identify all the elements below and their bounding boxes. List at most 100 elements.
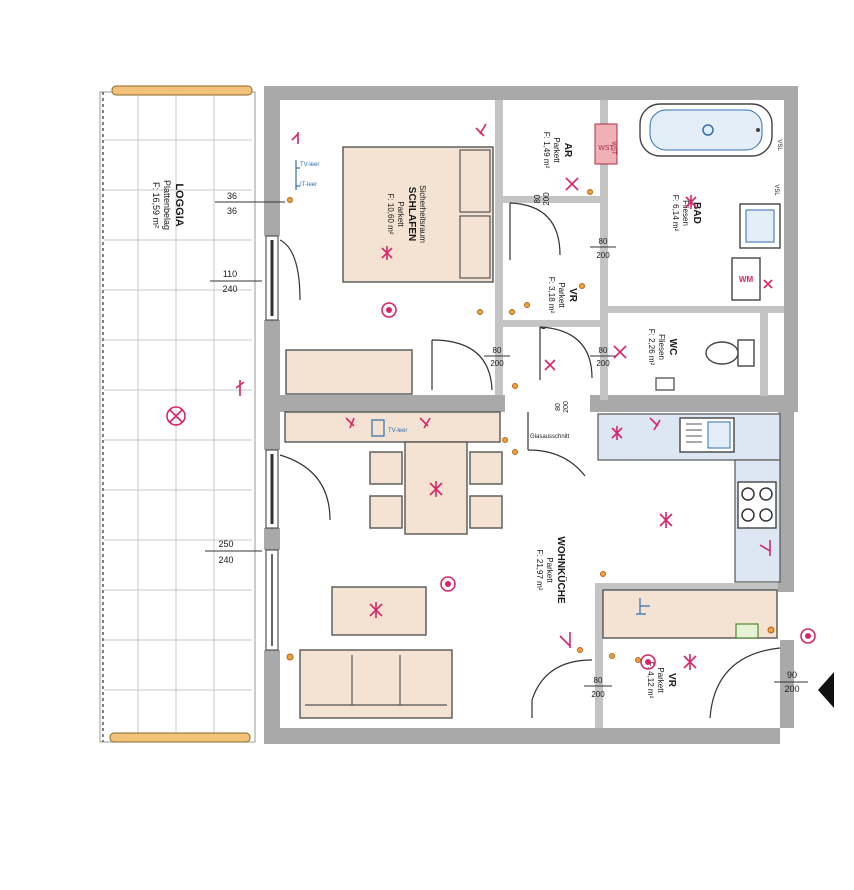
bad-vsl-note: VSL bbox=[773, 184, 779, 196]
dim-36-bottom: 36 bbox=[227, 206, 237, 216]
room-bad: WM BAD Fliesen F: 6,14 m² VSL bbox=[639, 103, 781, 301]
vr-top-light-icon bbox=[544, 359, 556, 371]
glasausschnitt-note: Glasausschnitt bbox=[530, 434, 570, 440]
chair-1 bbox=[369, 451, 403, 485]
dim-240-b: 240 bbox=[218, 555, 233, 565]
dim-200-vr: 200 bbox=[591, 690, 605, 699]
toilet bbox=[705, 339, 755, 367]
kitchen-sink bbox=[679, 417, 735, 453]
sofa bbox=[299, 649, 453, 719]
wc-name: WC bbox=[667, 339, 678, 356]
loggia-area: LOGGIA Plattenbelag F: 16,59 m² bbox=[99, 85, 256, 743]
dim-80-vr: 80 bbox=[594, 676, 603, 685]
bad-area: F: 6,14 m² bbox=[671, 195, 680, 232]
wardrobe bbox=[285, 349, 413, 395]
dim-80-kitchen: 80 bbox=[555, 403, 562, 411]
bad-name: BAD bbox=[691, 202, 702, 224]
dim-240-a: 240 bbox=[222, 284, 237, 294]
vr-top-floor: Parkett bbox=[557, 282, 566, 308]
vr-bottom-name: VR bbox=[666, 673, 677, 688]
schlafen-name: SCHLAFEN bbox=[406, 187, 417, 241]
vr-bottom-area: F: 4,12 m² bbox=[646, 662, 655, 699]
room-wohnkueche: WOHNKÜCHE Parkett F: 21,97 m² Glasaussch… bbox=[284, 383, 781, 719]
loggia-floor: Plattenbelag bbox=[162, 180, 172, 230]
kitchen-smoke-detector bbox=[440, 576, 456, 592]
wst-label: WST bbox=[598, 145, 614, 152]
bad-floor: Fliesen bbox=[681, 200, 690, 226]
ar-name: AR bbox=[562, 143, 573, 158]
dim-200-bad: 200 bbox=[596, 251, 610, 260]
kitchen-socket-icons bbox=[345, 417, 771, 648]
vsl-note: VSL bbox=[776, 139, 782, 151]
west-windows bbox=[265, 235, 331, 651]
vr-bottom-floor: Parkett bbox=[656, 667, 665, 693]
dimension-labels: 36 36 110 240 250 240 80 200 80 200 80 2… bbox=[205, 191, 808, 699]
vr-bottom-smoke-detector bbox=[640, 654, 656, 670]
ar-floor: Parkett bbox=[552, 137, 561, 163]
loggia-tile-grid bbox=[104, 95, 252, 738]
wst-box bbox=[594, 123, 618, 165]
room-vr-top: VR Parkett F: 3,18 m² bbox=[509, 277, 593, 380]
wc-floor: Fliesen bbox=[657, 334, 666, 360]
wohnkueche-label: WOHNKÜCHE Parkett F: 21,97 m² bbox=[535, 536, 568, 604]
dim-200-wc: 200 bbox=[596, 359, 610, 368]
schlafen-socket-icons bbox=[291, 123, 487, 144]
room-schlafen: Sicherheitsraum SCHLAFEN Parkett F: 10,6… bbox=[285, 123, 494, 395]
schlafen-area: F: 10,60 m² bbox=[386, 194, 395, 235]
chair-2 bbox=[369, 495, 403, 529]
wc-area: F: 2,26 m² bbox=[647, 329, 656, 366]
loggia-top-railing bbox=[111, 85, 253, 96]
loggia-socket-icon bbox=[235, 380, 245, 396]
chair-4 bbox=[469, 495, 503, 529]
pillow-2 bbox=[459, 215, 491, 279]
dim-200-kitchen: 200 bbox=[563, 401, 570, 413]
kitchen-lights bbox=[369, 426, 673, 618]
ar-area: F: 1,49 m² bbox=[542, 132, 551, 169]
bad-light-icon bbox=[685, 195, 697, 209]
room-vr-bottom: VR Parkett F: 4,12 m² bbox=[531, 589, 834, 719]
dim-80-schlafen: 80 bbox=[493, 346, 502, 355]
wohnkueche-area: F: 21,97 m² bbox=[535, 550, 544, 591]
tv-outlet-label-2: IT-leer bbox=[300, 182, 317, 188]
room-wc: WC Fliesen F: 2,26 m² bbox=[539, 326, 755, 391]
dim-200-ar: 200 bbox=[542, 192, 551, 206]
wc-wall-box bbox=[655, 377, 675, 391]
cooktop bbox=[737, 481, 777, 529]
schlafen-light-icon bbox=[381, 246, 393, 260]
doorbell-icon bbox=[800, 628, 816, 644]
dim-250: 250 bbox=[218, 539, 233, 549]
dim-80-wc: 80 bbox=[599, 346, 608, 355]
chair-3 bbox=[469, 451, 503, 485]
bad-socket-icon bbox=[763, 279, 773, 289]
dim-200-schlafen: 200 bbox=[490, 359, 504, 368]
vr-top-area: F: 3,18 m² bbox=[547, 277, 556, 314]
smoke-detector-icon bbox=[381, 302, 397, 318]
loggia-area-text: F: 16,59 m² bbox=[151, 182, 161, 228]
vr-bottom-light-icon bbox=[683, 654, 697, 670]
sideboard bbox=[284, 411, 501, 443]
dim-80-bad: 80 bbox=[599, 237, 608, 246]
dim-80-ar: 80 bbox=[533, 194, 542, 203]
coffee-table bbox=[331, 586, 427, 636]
walls bbox=[264, 86, 798, 744]
tv-outlet-label-1: TV-leer bbox=[300, 162, 319, 168]
ar-light-icon bbox=[565, 177, 579, 191]
electric-panel bbox=[735, 623, 759, 639]
wc-light-icon bbox=[613, 345, 627, 359]
schlafen-floor: Parkett bbox=[396, 201, 405, 227]
dim-200-entrance: 200 bbox=[784, 684, 799, 694]
room-ar: AR Parkett F: 1,49 m² WST bbox=[509, 123, 618, 260]
dim-110: 110 bbox=[223, 269, 237, 279]
dim-36-top: 36 bbox=[227, 191, 237, 201]
vr-top-name: VR bbox=[567, 288, 578, 303]
pillow-1 bbox=[459, 149, 491, 213]
schlafen-sub: Sicherheitsraum bbox=[418, 185, 427, 243]
wm-label: WM bbox=[739, 275, 754, 284]
tv-outlet-label-3: TV-leer bbox=[388, 428, 407, 434]
wohnkueche-name: WOHNKÜCHE bbox=[555, 536, 568, 604]
loggia-bottom-railing bbox=[109, 732, 251, 743]
loggia-light-icon bbox=[166, 406, 186, 426]
washing-machine bbox=[731, 257, 761, 301]
loggia-name: LOGGIA bbox=[173, 183, 185, 226]
dim-90-entrance: 90 bbox=[787, 670, 797, 680]
